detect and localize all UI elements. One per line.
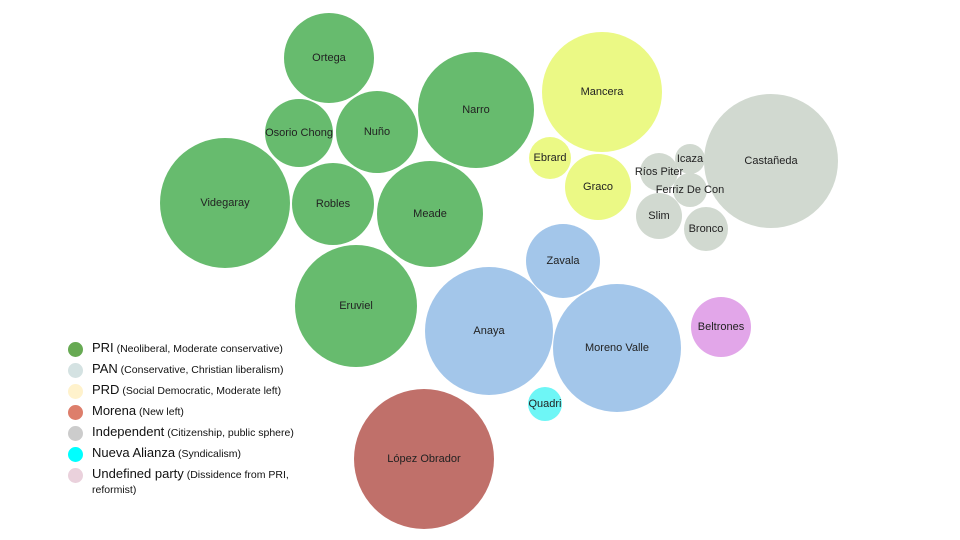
- bubble-anaya: [425, 267, 553, 395]
- bubble-narro: [418, 52, 534, 168]
- legend-swatch: [68, 426, 83, 441]
- legend-party-name: PRI: [92, 340, 114, 355]
- bubble-label-ortega: Ortega: [312, 52, 347, 64]
- bubble-robles: [292, 163, 374, 245]
- bubble-label-videgaray: Videgaray: [200, 197, 250, 209]
- bubble-graco: [565, 154, 631, 220]
- bubble-osorio-chong: [265, 99, 333, 167]
- bubble-label-anaya: Anaya: [473, 325, 505, 337]
- legend-swatch: [68, 468, 83, 483]
- legend-item-prd: PRD (Social Democratic, Moderate left): [68, 382, 328, 399]
- bubble-nuno: [336, 91, 418, 173]
- bubble-label-meade: Meade: [413, 208, 447, 220]
- bubble-label-quadri: Quadri: [528, 398, 561, 410]
- legend-party-description: (Social Democratic, Moderate left): [119, 385, 282, 397]
- bubble-videgaray: [160, 138, 290, 268]
- legend-swatch: [68, 342, 83, 357]
- legend-item-undefined: Undefined party (Dissidence from PRI, re…: [68, 467, 328, 497]
- bubble-meade: [377, 161, 483, 267]
- bubble-label-slim: Slim: [648, 210, 669, 222]
- legend-item-nueva-alianza: Nueva Alianza (Syndicalism): [68, 445, 328, 462]
- legend-party-name: Independent: [92, 424, 165, 439]
- bubble-lopez-obrador: [354, 389, 494, 529]
- bubble-label-mancera: Mancera: [581, 86, 625, 98]
- legend-party-description: (Citizenship, public sphere): [164, 427, 294, 439]
- bubble-label-narro: Narro: [462, 104, 490, 116]
- bubble-label-bronco: Bronco: [689, 223, 724, 235]
- legend: PRI (Neoliberal, Moderate conservative)P…: [68, 341, 328, 503]
- legend-party-name: PRD: [92, 382, 120, 397]
- legend-swatch: [68, 447, 83, 462]
- legend-item-morena: Morena (New left): [68, 403, 328, 420]
- bubble-slim: [636, 193, 682, 239]
- bubble-label-moreno-valle: Moreno Valle: [585, 342, 649, 354]
- bubble-label-icaza: Icaza: [677, 153, 704, 165]
- bubble-label-graco: Graco: [583, 181, 613, 193]
- bubble-label-nuno: Nuño: [364, 126, 390, 138]
- legend-party-name: Morena: [92, 403, 137, 418]
- bubble-eruviel: [295, 245, 417, 367]
- legend-item-pri: PRI (Neoliberal, Moderate conservative): [68, 340, 328, 357]
- bubble-rios-piter: [640, 153, 678, 191]
- legend-swatch: [68, 363, 83, 378]
- bubble-ebrard: [529, 137, 571, 179]
- legend-party-description: (Conservative, Christian liberalism): [117, 364, 284, 376]
- bubble-zavala: [526, 224, 600, 298]
- bubble-label-rios-piter: Ríos Piter: [635, 166, 684, 178]
- legend-party-name: PAN: [92, 361, 118, 376]
- bubble-label-lopez-obrador: López Obrador: [387, 453, 461, 465]
- legend-party-description: (Syndicalism): [175, 448, 242, 460]
- legend-item-pan: PAN (Conservative, Christian liberalism): [68, 361, 328, 378]
- bubble-ferriz-de-con: [673, 173, 707, 207]
- legend-party-name: Undefined party: [92, 466, 184, 481]
- bubble-label-zavala: Zavala: [546, 255, 580, 267]
- bubble-beltrones: [691, 297, 751, 357]
- bubble-label-osorio-chong: Osorio Chong: [265, 127, 333, 139]
- bubble-label-beltrones: Beltrones: [698, 321, 745, 333]
- bubble-ortega: [284, 13, 374, 103]
- bubble-label-ebrard: Ebrard: [533, 152, 566, 164]
- bubble-label-robles: Robles: [316, 198, 351, 210]
- legend-party-name: Nueva Alianza: [92, 445, 176, 460]
- legend-party-description: (Neoliberal, Moderate conservative): [113, 343, 283, 355]
- bubble-label-eruviel: Eruviel: [339, 300, 373, 312]
- bubble-label-ferriz-de-con: Ferriz De Con: [656, 184, 724, 196]
- bubble-bronco: [684, 207, 728, 251]
- legend-party-description: (New left): [136, 406, 184, 418]
- legend-item-independent: Independent (Citizenship, public sphere): [68, 424, 328, 441]
- bubble-quadri: [528, 387, 562, 421]
- legend-party-description: (Dissidence from PRI, reformist): [92, 469, 289, 496]
- bubble-label-castaneda: Castañeda: [744, 155, 798, 167]
- legend-swatch: [68, 405, 83, 420]
- bubble-castaneda: [704, 94, 838, 228]
- legend-swatch: [68, 384, 83, 399]
- bubble-moreno-valle: [553, 284, 681, 412]
- bubble-icaza: [675, 144, 705, 174]
- bubble-mancera: [542, 32, 662, 152]
